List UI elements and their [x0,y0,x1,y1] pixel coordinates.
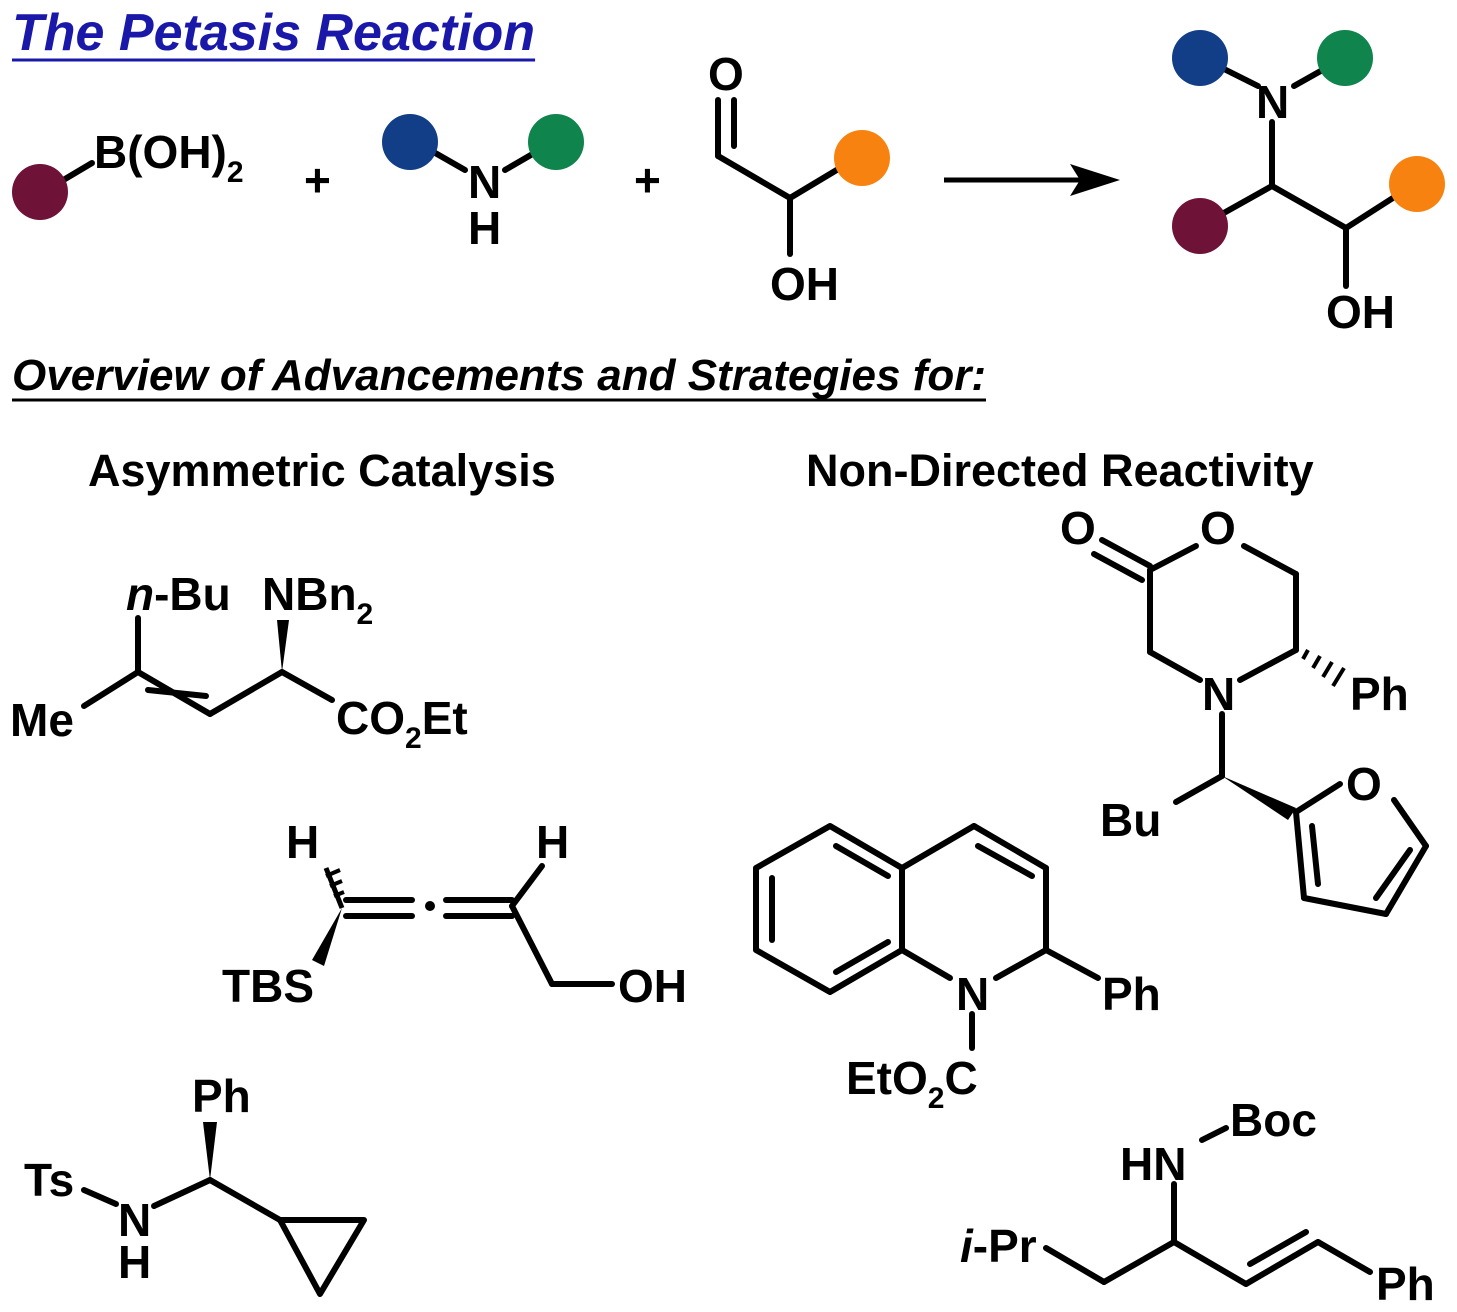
allenyl-alcohol-molecule: H H TBS OH [222,816,687,1012]
morpholinone-molecule: O O N Ph Bu O [1060,502,1429,917]
svg-text:O: O [708,48,744,100]
cyclopropyl-sulfonamide-molecule: Ph Ts N H [24,1070,367,1297]
svg-text:N: N [1256,76,1289,128]
svg-text:H: H [468,202,501,254]
plus-sign-1: + [304,154,331,206]
svg-text:HN: HN [1120,1138,1186,1190]
svg-text:H: H [118,1236,151,1288]
maroon-substituent-dot [1172,198,1228,254]
svg-text:N: N [118,1194,151,1246]
svg-text:O: O [1346,758,1382,810]
svg-text:CO2Et: CO2Et [336,692,468,755]
boc-allylamine-molecule: Boc HN i-Pr Ph [960,1094,1435,1310]
svg-text:Ph: Ph [1102,968,1161,1020]
blue-substituent-dot [382,114,438,170]
svg-text:N: N [1202,668,1235,720]
svg-text:Bu: Bu [1100,794,1161,846]
orange-substituent-dot [1389,156,1445,212]
green-substituent-dot [528,114,584,170]
svg-text:Boc: Boc [1230,1094,1317,1146]
dihydroquinoline-molecule: N Ph EtO2C [753,823,1161,1115]
svg-text:EtO2C: EtO2C [846,1052,978,1115]
orange-substituent-dot [834,130,890,186]
blue-substituent-dot [1172,30,1228,86]
svg-text:OH: OH [618,960,687,1012]
amino-ester-molecule: n-Bu NBn2 Me CO2Et [10,568,468,755]
svg-text:O: O [1060,502,1096,554]
plus-sign-2: + [634,154,661,206]
svg-text:H: H [536,816,569,868]
alpha-hydroxy-aldehyde: O OH [708,48,890,310]
svg-text:i-Pr: i-Pr [960,1220,1037,1272]
svg-text:n-Bu: n-Bu [126,568,231,620]
svg-text:Ph: Ph [1350,668,1409,720]
svg-text:N: N [956,968,989,1020]
reaction-arrow [944,164,1120,196]
overview-heading: Overview of Advancements and Strategies … [12,351,986,400]
secondary-amine: N H [382,114,584,254]
svg-text:Ts: Ts [24,1154,74,1206]
svg-text:H: H [286,816,319,868]
svg-text:OH: OH [770,258,839,310]
column-heading-non-directed: Non-Directed Reactivity [806,445,1314,496]
maroon-substituent-dot [12,164,68,220]
svg-text:O: O [1200,502,1236,554]
petasis-product: N OH [1172,30,1445,338]
page-title: The Petasis Reaction [12,4,535,62]
boronic-acid: B(OH)2 [12,126,244,220]
svg-text:Ph: Ph [192,1070,251,1122]
svg-text:B(OH)2: B(OH)2 [94,126,244,189]
svg-text:OH: OH [1326,286,1395,338]
svg-text:NBn2: NBn2 [262,568,373,631]
svg-text:TBS: TBS [222,960,314,1012]
green-substituent-dot [1317,30,1373,86]
svg-text:Me: Me [10,694,74,746]
svg-text:Ph: Ph [1376,1258,1435,1310]
column-heading-asymmetric: Asymmetric Catalysis [88,445,556,496]
svg-text:N: N [468,156,501,208]
